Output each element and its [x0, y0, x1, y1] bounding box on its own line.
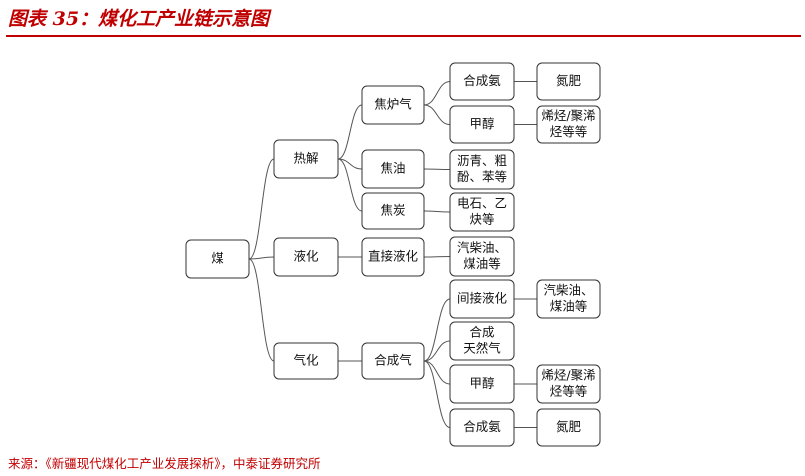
node-box [361, 237, 425, 277]
node-label: 烃等等 [550, 124, 588, 139]
node-box [536, 62, 601, 101]
edge-tar-to-asphalt-phenol-benzene [423, 168, 451, 170]
node-label: 汽柴油、 [457, 240, 507, 255]
node-box [361, 149, 425, 189]
node-label: 间接液化 [457, 291, 508, 306]
edge-syngas-to-methanol-2 [423, 360, 451, 385]
node-label: 合成 [469, 325, 494, 340]
node-box [449, 408, 515, 447]
edge-syngas-to-indirect-liquefaction [423, 298, 451, 362]
node-box [536, 105, 601, 144]
edge-coal-to-liquefaction [248, 256, 275, 260]
node-label: 炔等 [469, 212, 494, 227]
node-box [536, 364, 601, 404]
node-box [185, 239, 250, 279]
node-label: 焦油 [380, 161, 405, 176]
title-divider [6, 35, 801, 37]
node-nitrogen-fertilizer-2: 氮肥 [536, 408, 601, 447]
node-label: 气化 [293, 353, 319, 368]
node-box [361, 342, 425, 380]
node-coal: 煤 [185, 239, 250, 279]
node-coke-oven-gas: 焦炉气 [361, 85, 425, 125]
edge-coal-to-gasification [248, 258, 275, 362]
node-diesel-naphtha-1: 汽柴油、煤油等 [449, 236, 515, 277]
node-box [273, 342, 339, 380]
edge-syngas-to-synthetic-natural-gas [423, 340, 451, 362]
source-note: 来源：《新疆现代煤化工产业发展探析》，中泰证券研究所 [8, 456, 321, 471]
node-box [449, 149, 515, 190]
node-box [361, 85, 425, 125]
node-box [273, 139, 339, 179]
figure-title: 图表 35：煤化工产业链示意图 [8, 8, 270, 30]
node-synthetic-ammonia-1: 合成氨 [449, 62, 515, 101]
node-label: 直接液化 [368, 249, 419, 264]
edge-coal-to-pyrolysis [248, 158, 275, 260]
node-box [449, 279, 515, 319]
edge-syngas-to-synthetic-ammonia-2 [423, 360, 451, 428]
node-label: 煤 [211, 251, 224, 266]
node-pyrolysis: 热解 [273, 139, 339, 179]
edge-pyrolysis-to-coke [337, 158, 363, 212]
node-label: 煤油等 [463, 256, 501, 271]
node-liquefaction: 液化 [273, 237, 339, 277]
node-label: 焦炉气 [374, 97, 412, 112]
node-box [536, 408, 601, 447]
node-label: 合成氨 [463, 419, 501, 434]
edge-direct-liquefaction-to-diesel-naphtha-1 [423, 256, 451, 258]
node-box [536, 279, 601, 319]
node-nitrogen-fertilizer-1: 氮肥 [536, 62, 601, 101]
edge-pyrolysis-to-tar [337, 158, 363, 170]
diagram-edges [248, 81, 537, 428]
edge-coke-oven-gas-to-synthetic-ammonia-1 [423, 81, 451, 106]
node-label: 焦炭 [380, 203, 405, 218]
edge-coke-to-calcium-carbide-acetylene [423, 210, 451, 213]
node-label: 合成氨 [463, 73, 501, 88]
node-label: 液化 [293, 249, 319, 264]
node-syngas: 合成气 [361, 342, 425, 380]
node-box [273, 237, 339, 277]
node-label: 煤油等 [550, 299, 588, 314]
node-label: 氮肥 [556, 73, 582, 88]
node-diesel-naphtha-2: 汽柴油、煤油等 [536, 279, 601, 319]
node-label: 天然气 [463, 341, 501, 356]
node-label: 烯烃/聚浠 [541, 368, 595, 383]
node-methanol-2: 甲醇 [449, 364, 515, 404]
node-label: 甲醇 [469, 376, 494, 391]
node-label: 氮肥 [556, 419, 582, 434]
node-label: 合成气 [374, 353, 412, 368]
node-tar: 焦油 [361, 149, 425, 189]
node-methanol-1: 甲醇 [449, 105, 515, 144]
node-calcium-carbide-acetylene: 电石、乙炔等 [449, 192, 515, 232]
node-label: 酚、苯等 [457, 169, 507, 184]
node-box [361, 192, 425, 230]
edge-coke-oven-gas-to-methanol-1 [423, 104, 451, 125]
node-direct-liquefaction: 直接液化 [361, 237, 425, 277]
node-box [449, 364, 515, 404]
node-label: 烯烃/聚浠 [541, 108, 595, 123]
node-label: 电石、乙 [457, 196, 507, 211]
node-label: 汽柴油、 [543, 283, 593, 298]
node-box [449, 192, 515, 232]
node-indirect-liquefaction: 间接液化 [449, 279, 515, 319]
diagram-nodes: 煤热解液化气化焦炉气焦油焦炭直接液化合成气合成氨甲醇沥青、粗酚、苯等电石、乙炔等… [185, 62, 601, 447]
node-label: 烃等等 [550, 384, 588, 399]
node-asphalt-phenol-benzene: 沥青、粗酚、苯等 [449, 149, 515, 190]
node-gasification: 气化 [273, 342, 339, 380]
node-synthetic-ammonia-2: 合成氨 [449, 408, 515, 447]
node-label: 沥青、粗 [457, 153, 507, 168]
node-box [449, 321, 515, 361]
node-coke: 焦炭 [361, 192, 425, 230]
node-box [449, 62, 515, 101]
node-box [449, 105, 515, 144]
edge-pyrolysis-to-coke-oven-gas [337, 104, 363, 160]
node-box [449, 236, 515, 277]
node-label: 热解 [293, 151, 318, 166]
node-label: 甲醇 [469, 116, 494, 131]
